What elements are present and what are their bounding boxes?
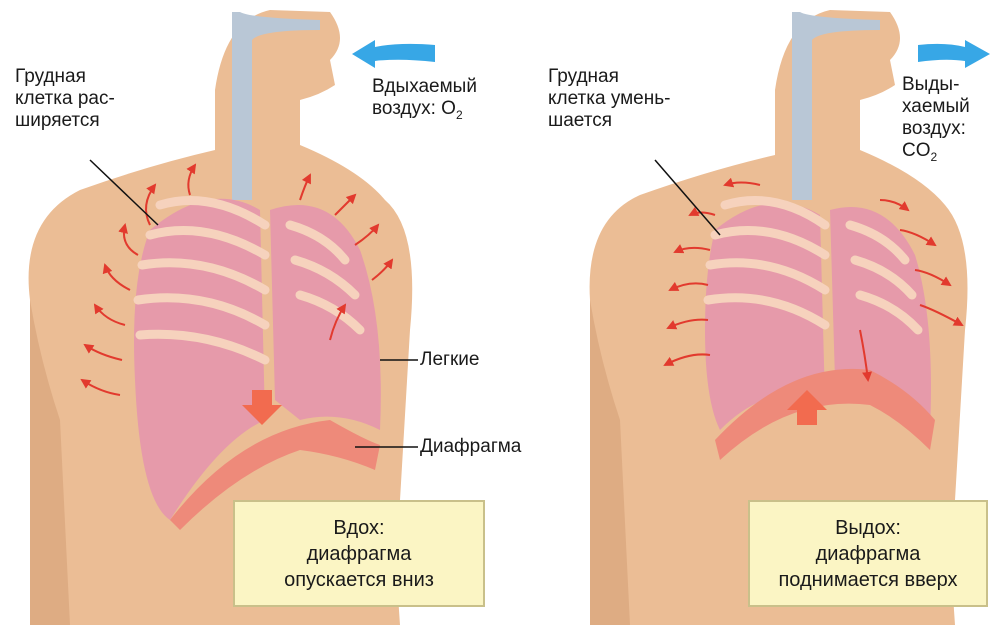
exhale-air-arrow — [918, 40, 990, 68]
inhale-chest-label-line1: Грудная — [15, 66, 115, 88]
exhale-air-label-line1: Выды- — [902, 74, 970, 96]
exhale-air-label-line2: хаемый — [902, 96, 970, 118]
inhale-caption-line1: Вдох: — [235, 515, 483, 541]
inhale-chest-label-line3: ширяется — [15, 110, 115, 132]
exhale-caption-box: Выдох: диафрагма поднимается вверх — [748, 500, 988, 607]
inhale-caption-box: Вдох: диафрагма опускается вниз — [233, 500, 485, 607]
exhale-chest-label-line1: Грудная — [548, 66, 670, 88]
inhale-caption-line2: диафрагма — [235, 541, 483, 567]
exhale-air-subscript: 2 — [931, 150, 938, 164]
exhale-chest-label-line2: клетка умень- — [548, 88, 670, 110]
inhale-caption-line3: опускается вниз — [235, 567, 483, 593]
inhale-air-subscript: 2 — [456, 108, 463, 122]
inhale-air-arrow — [352, 40, 435, 68]
inhale-air-label: Вдыхаемый воздух: O2 — [372, 76, 477, 126]
inhale-chest-label: Грудная клетка рас- ширяется — [15, 66, 115, 132]
inhale-air-label-line2: воздух: O — [372, 98, 456, 119]
exhale-air-label: Выды- хаемый воздух: CO2 — [902, 74, 970, 168]
exhale-caption-line3: поднимается вверх — [750, 567, 986, 593]
lungs-label: Легкие — [420, 349, 479, 371]
exhale-caption-line1: Выдох: — [750, 515, 986, 541]
exhale-chest-label: Грудная клетка умень- шается — [548, 66, 670, 132]
exhale-caption-line2: диафрагма — [750, 541, 986, 567]
exhale-chest-label-line3: шается — [548, 110, 670, 132]
diaphragm-label: Диафрагма — [420, 436, 521, 458]
exhale-air-label-line4: CO — [902, 140, 931, 161]
inhale-chest-label-line2: клетка рас- — [15, 88, 115, 110]
exhale-air-label-line3: воздух: — [902, 118, 970, 140]
inhale-air-label-line1: Вдыхаемый — [372, 76, 477, 98]
